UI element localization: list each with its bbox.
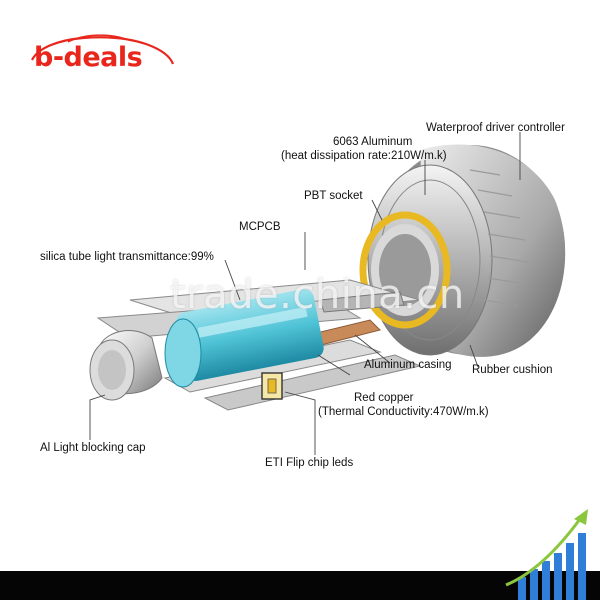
- label-pbt-socket: PBT socket: [304, 190, 363, 202]
- footer-bar: [0, 571, 600, 600]
- brand-logo: b-deals: [28, 30, 178, 82]
- label-mcpcb: MCPCB: [239, 221, 281, 233]
- leader-lines: [89, 132, 521, 455]
- light-blocking-cap: [89, 330, 163, 401]
- label-copper-rate: (Thermal Conductivity:470W/m.k): [318, 406, 489, 418]
- label-aluminum-casing: Aluminum casing: [364, 359, 452, 371]
- silica-tube: [164, 289, 324, 388]
- growth-chart-icon: [505, 509, 588, 600]
- label-red-copper: Red copper: [354, 392, 414, 404]
- label-aluminum-rate: (heat dissipation rate:210W/m.k): [281, 150, 447, 162]
- label-flip-chip-leds: ETI Flip chip leds: [265, 457, 354, 469]
- watermark-text: trade.china.cn: [170, 272, 465, 318]
- label-driver-controller: Waterproof driver controller: [426, 122, 565, 134]
- pbt-socket-ring: [359, 211, 451, 329]
- car-outline-icon: [31, 34, 175, 65]
- label-light-blocking-cap: Al Light blocking cap: [40, 442, 146, 454]
- label-aluminum-title: 6063 Aluminum: [333, 136, 413, 148]
- flip-chip-led: [261, 372, 283, 400]
- label-silica-tube: silica tube light transmittance:99%: [40, 251, 214, 263]
- label-rubber-cushion: Rubber cushion: [472, 364, 553, 376]
- brand-name: b-deals: [34, 42, 143, 73]
